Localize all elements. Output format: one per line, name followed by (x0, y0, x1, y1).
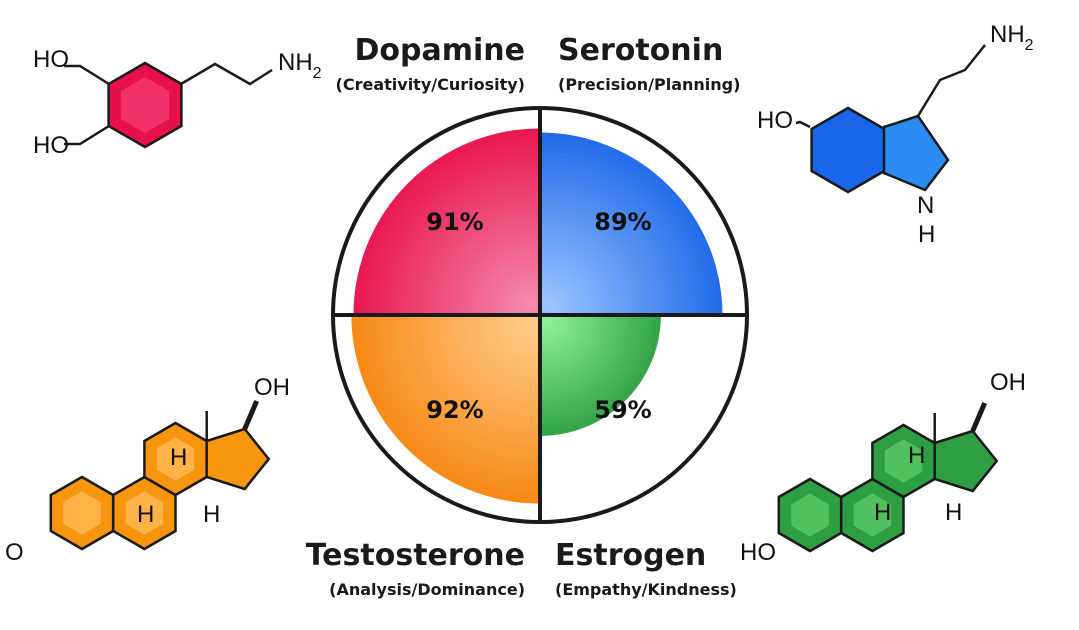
dopamine-percent: 91% (426, 208, 483, 236)
estrogen-ring-shine (791, 493, 829, 537)
dopamine-label: Dopamine (355, 33, 525, 68)
polar-wedges (351, 128, 723, 504)
estrogen-oh: OH (990, 369, 1026, 396)
dopamine-nh2: NH2 (278, 49, 322, 82)
testosterone-oh: OH (254, 374, 290, 401)
estrogen-label: Estrogen (555, 538, 706, 573)
estrogen-h2: H (874, 499, 891, 526)
testosterone-h2: H (137, 501, 154, 528)
testosterone-hydroxyl-bond (242, 400, 260, 430)
estrogen-subtitle: (Empathy/Kindness) (555, 580, 737, 599)
testosterone-ring-shine (63, 491, 101, 535)
estrogen-ring-d (933, 429, 999, 493)
estrogen-h3: H (945, 499, 962, 526)
testosterone-ring-d (205, 427, 271, 491)
serotonin-percent: 89% (594, 208, 651, 236)
dopamine-subtitle: (Creativity/Curiosity) (336, 75, 525, 94)
testosterone-o: O (5, 539, 24, 566)
wedge-dopamine (353, 128, 540, 315)
testosterone-subtitle: (Analysis/Dominance) (329, 580, 525, 599)
wedge-testosterone (351, 315, 540, 504)
serotonin-molecule (795, 44, 986, 194)
dopamine-ho-bottom: HO (33, 132, 69, 159)
testosterone-percent: 92% (426, 396, 483, 424)
testosterone-label: Testosterone (306, 538, 525, 573)
dopamine-ho-top: HO (33, 46, 69, 73)
testosterone-ring-shine (125, 491, 164, 535)
serotonin-h: H (918, 221, 935, 248)
serotonin-ho: HO (757, 107, 793, 134)
estrogen-h1: H (908, 442, 925, 469)
estrogen-ring-shine (853, 493, 892, 537)
serotonin-nh2: NH2 (990, 21, 1034, 54)
serotonin-n: N (917, 192, 934, 219)
estrogen-molecule (777, 402, 999, 553)
serotonin-subtitle: (Precision/Planning) (558, 75, 740, 94)
testosterone-h3: H (203, 501, 220, 528)
testosterone-ring-shine (156, 437, 195, 481)
wedge-serotonin (540, 132, 723, 315)
estrogen-ho: HO (740, 539, 776, 566)
dopamine-molecule (64, 61, 273, 149)
serotonin-label: Serotonin (558, 33, 723, 68)
estrogen-hydroxyl-bond (970, 402, 988, 432)
estrogen-ring-shine (884, 439, 923, 483)
testosterone-h1: H (170, 444, 187, 471)
estrogen-percent: 59% (594, 396, 651, 424)
testosterone-molecule (49, 400, 271, 551)
wedge-estrogen (540, 315, 661, 436)
